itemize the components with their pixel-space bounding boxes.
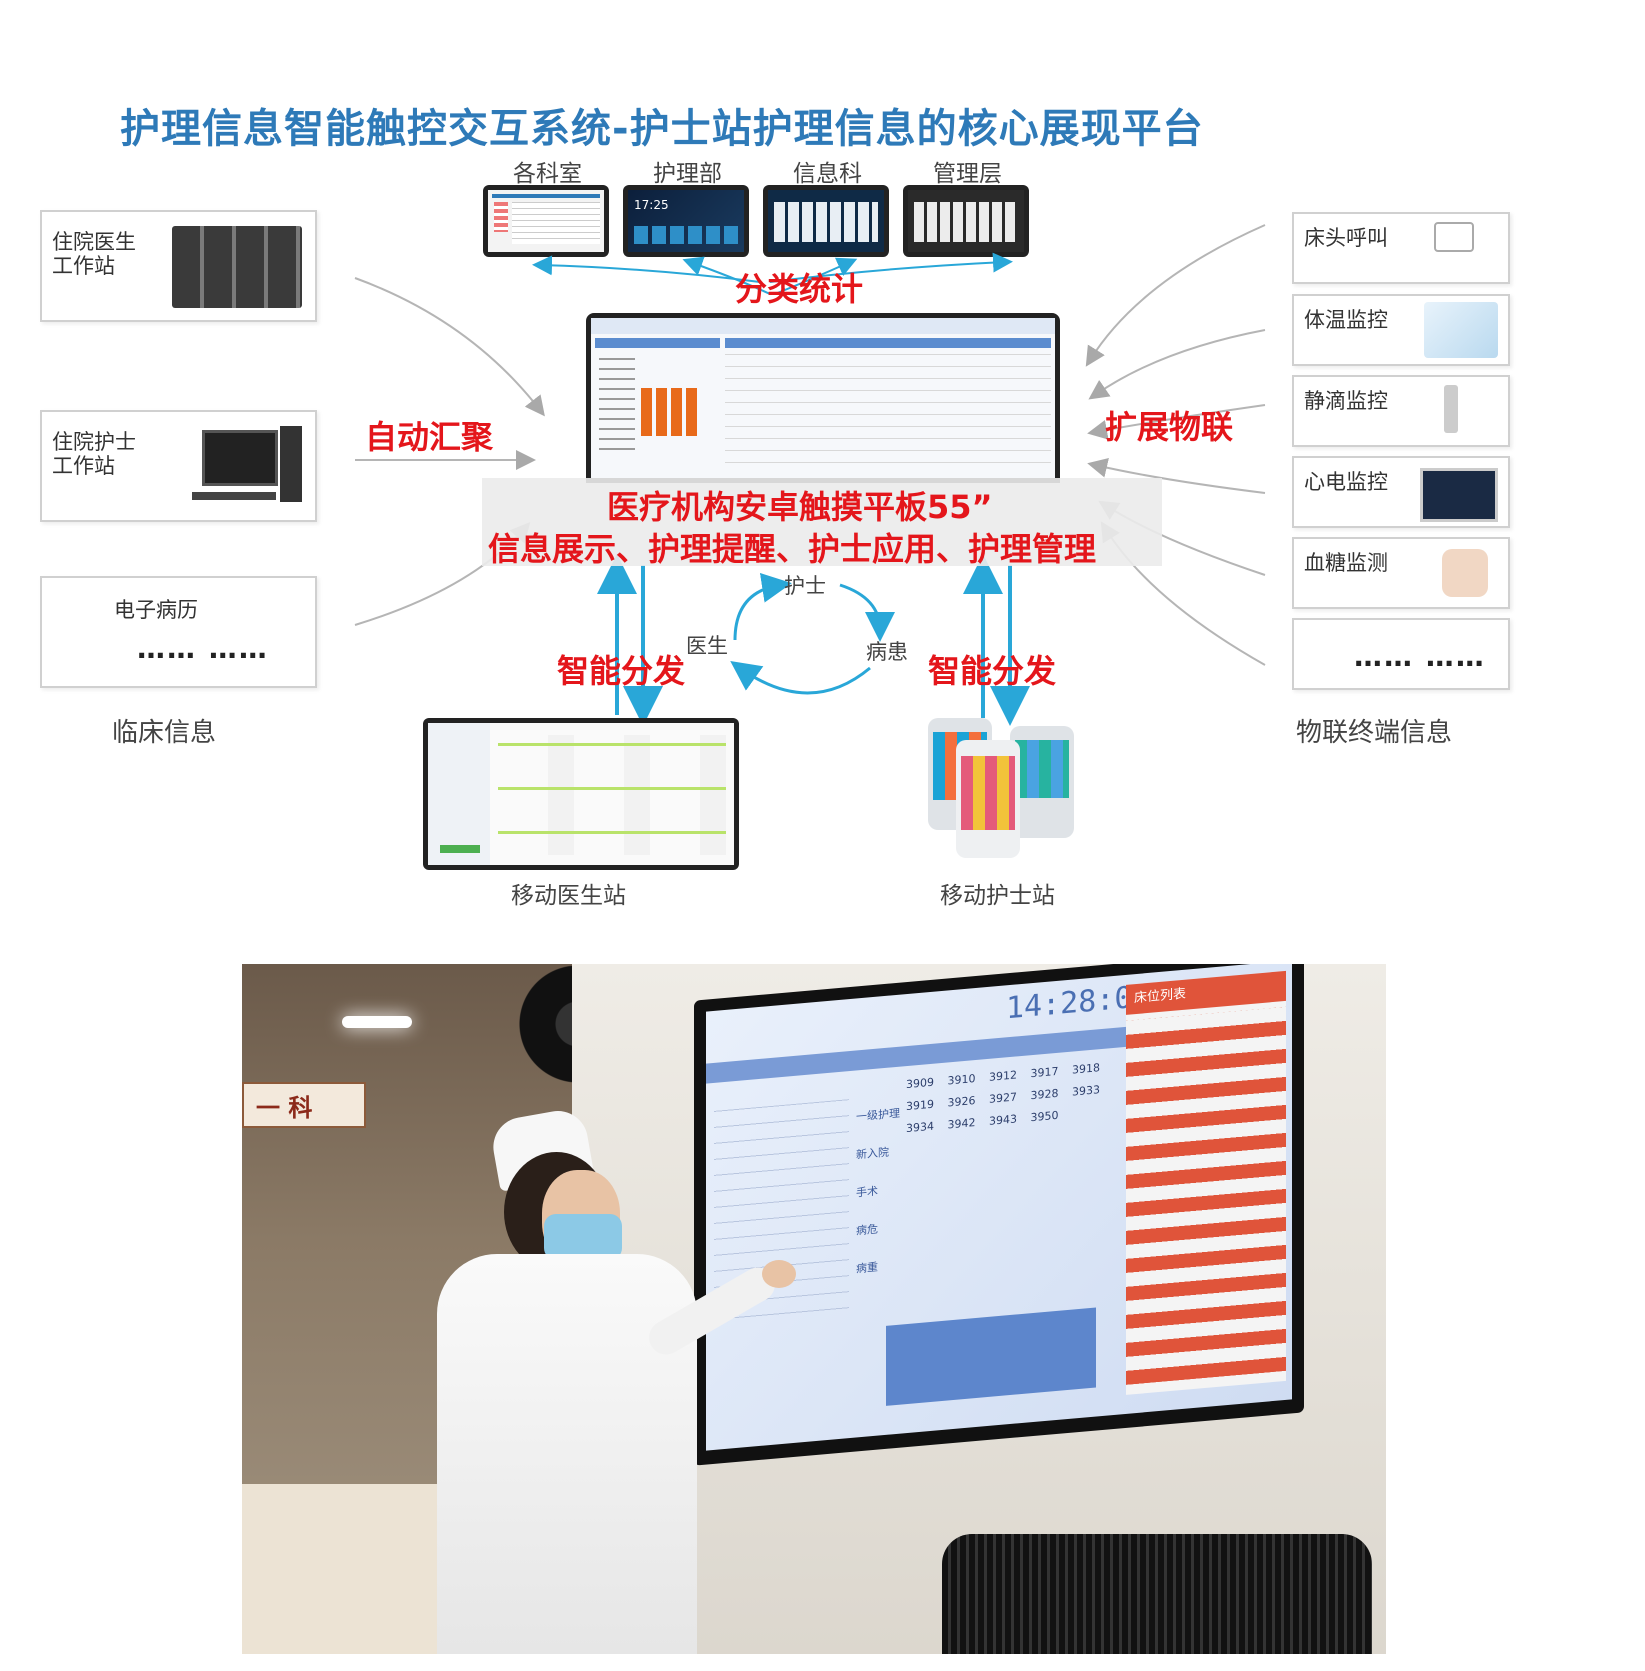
wall-display-categories: 一级护理 新入院 手术 病危 病重: [856, 1093, 916, 1288]
iot-box-bedside-call: 床头呼叫: [1292, 212, 1510, 284]
cycle-doctor: 医生: [686, 634, 728, 658]
iot-box-more: …… ……: [1292, 618, 1510, 690]
server-rack-icon: [172, 226, 302, 308]
clinical-item-label: 住院护士 工作站: [52, 430, 136, 478]
dept-screen-3: [903, 185, 1029, 257]
wall-display-bottom-panel: [886, 1307, 1096, 1406]
dept-screen-0: [483, 185, 609, 257]
wall-display-grid: 3909 3910 3912 3917 3918 3919 3926 3927 …: [906, 1054, 1136, 1284]
room-number[interactable]: 3909: [906, 1075, 934, 1092]
room-number[interactable]: 3950: [1030, 1108, 1059, 1125]
auto-aggregate-label: 自动汇聚: [365, 418, 494, 456]
mobile-nurse-handset-3: [956, 740, 1020, 858]
top-screen-clock: 17:25: [634, 198, 669, 212]
clinical-box-nurse-workstation: 住院护士 工作站: [40, 410, 317, 522]
iot-caption: 物联终端信息: [1296, 718, 1453, 748]
nurse-mask: [544, 1214, 622, 1260]
extend-iot-label: 扩展物联: [1105, 408, 1234, 446]
center-label-band: [482, 478, 1162, 566]
dept-screen-1: 17:25: [623, 185, 749, 257]
category-label[interactable]: 手术: [856, 1184, 878, 1200]
room-number[interactable]: 3928: [1030, 1086, 1059, 1103]
room-number[interactable]: 3933: [1072, 1083, 1100, 1099]
iot-item-label: 床头呼叫: [1304, 226, 1388, 250]
iot-box-ecg: 心电监控: [1292, 456, 1510, 528]
category-label[interactable]: 病重: [856, 1260, 878, 1276]
desktop-computer-icon: [202, 430, 278, 486]
iot-item-label: 血糖监测: [1304, 551, 1388, 575]
clinical-ellipsis: …… ……: [137, 632, 269, 665]
category-label[interactable]: 新入院: [856, 1145, 889, 1162]
dept-label-2: 信息科: [793, 161, 862, 187]
distribute-label-right: 智能分发: [928, 652, 1057, 690]
room-number[interactable]: 3927: [989, 1090, 1017, 1106]
clinical-item-label: 住院医生 工作站: [52, 230, 136, 278]
glucose-meter-icon: [1442, 549, 1488, 597]
mobile-doctor-label: 移动医生站: [511, 883, 626, 909]
dept-sign-text: 一 科: [256, 1094, 313, 1122]
category-label[interactable]: 一级护理: [856, 1106, 900, 1124]
tower-icon: [280, 426, 302, 502]
iot-ellipsis: …… ……: [1354, 640, 1486, 673]
wall-touch-display: 14:28:05 3909 3910 3912 3917 3918 3919 3…: [694, 964, 1304, 1466]
clinical-box-doctor-workstation: 住院医生 工作站: [40, 210, 317, 322]
dept-label-1: 护理部: [653, 161, 722, 187]
nurse-hand: [762, 1260, 796, 1288]
bed-list-panel: 床位列表: [1126, 970, 1286, 1395]
wall-display-screen: 14:28:05 3909 3910 3912 3917 3918 3919 3…: [706, 964, 1292, 1451]
iot-item-label: 静滴监控: [1304, 389, 1388, 413]
iot-item-label: 体温监控: [1304, 308, 1388, 332]
room-number[interactable]: 3942: [947, 1116, 976, 1132]
room-number[interactable]: 3917: [1030, 1064, 1059, 1081]
ecg-monitor-icon: [1420, 468, 1498, 522]
keyboard-icon: [192, 492, 276, 500]
room-number[interactable]: 3910: [947, 1072, 976, 1088]
chair-back: [942, 1534, 1372, 1654]
dept-label-3: 管理层: [933, 161, 1002, 187]
temperature-sensor-icon: [1424, 302, 1498, 358]
iot-box-glucose: 血糖监测: [1292, 537, 1510, 609]
iot-box-temperature: 体温监控: [1292, 294, 1510, 366]
iot-box-infusion: 静滴监控: [1292, 375, 1510, 447]
cycle-patient: 病患: [866, 640, 908, 664]
central-touch-display: [586, 313, 1060, 483]
cycle-nurse: 护士: [784, 574, 826, 598]
infusion-monitor-icon: [1444, 385, 1458, 433]
mobile-doctor-tablet: [423, 718, 739, 870]
dept-screen-2: [763, 185, 889, 257]
nurse-body: [437, 1254, 697, 1654]
classify-stats-label: 分类统计: [735, 270, 864, 308]
room-number[interactable]: 3926: [947, 1094, 976, 1110]
mobile-nurse-label: 移动护士站: [940, 883, 1055, 909]
ceiling-light: [342, 1016, 412, 1028]
distribute-label-left: 智能分发: [557, 652, 686, 690]
iot-item-label: 心电监控: [1304, 470, 1388, 494]
clinical-box-emr: 电子病历 …… ……: [40, 576, 317, 688]
room-number[interactable]: 3918: [1072, 1061, 1100, 1077]
mobile-nurse-handset-2: [1010, 726, 1074, 838]
bed-list-rows: [1126, 1006, 1286, 1385]
call-button-icon: [1434, 222, 1474, 252]
center-functions-label: 信息展示、护理提醒、护士应用、护理管理: [488, 530, 1097, 568]
page-title: 护理信息智能触控交互系统-护士站护理信息的核心展现平台: [120, 106, 1204, 152]
room-number[interactable]: 3943: [989, 1112, 1017, 1128]
dept-label-0: 各科室: [513, 161, 582, 187]
clinical-item-label: 电子病历: [114, 598, 198, 622]
room-number[interactable]: 3912: [989, 1068, 1017, 1084]
category-label[interactable]: 病危: [856, 1222, 878, 1238]
center-device-label: 医疗机构安卓触摸平板55”: [607, 488, 993, 526]
clinical-caption: 临床信息: [112, 718, 217, 748]
photo-nurse-station: 一 科 14:28:05 3909 3910 3912 3917 3918 39…: [242, 964, 1386, 1654]
dept-sign: [242, 1082, 366, 1128]
